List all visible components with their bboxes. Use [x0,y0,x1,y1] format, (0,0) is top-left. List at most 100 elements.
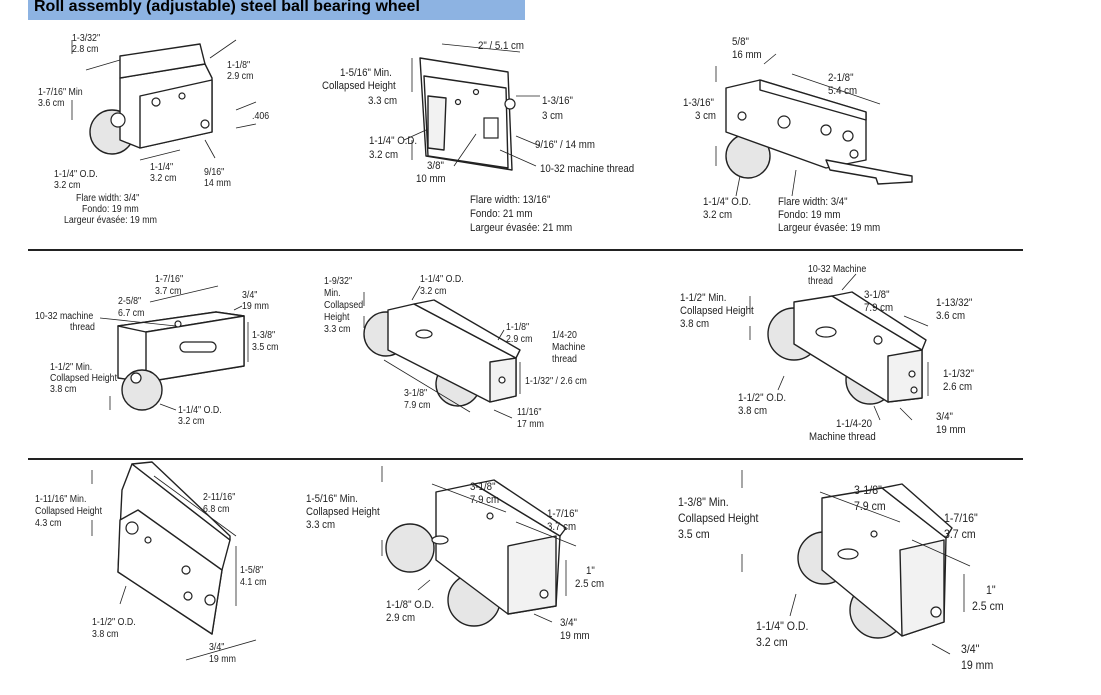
dim-label: 3/4" [560,617,577,629]
dim-label: 2.9 cm [227,71,254,82]
thread-label: thread [70,322,95,333]
title-banner: Roll assembly (adjustable) steel ball be… [28,0,525,20]
dim-label: 6.7 cm [118,308,145,319]
dim-label: 1-7/16" [155,274,184,285]
dim-label: 1-1/8" O.D. [386,599,435,611]
dim-label: 3.5 cm [252,342,279,353]
flare-label: Fondo: 19 mm [82,204,139,215]
roller-drawing-8 [381,466,577,627]
thread-label: 10-32 Machine [808,264,867,275]
dim-label: Collapsed Height [306,506,380,518]
roller-drawing-5 [363,285,521,419]
dim-label: 6.8 cm [203,504,230,515]
dim-label: 2" / 5.1 cm [478,40,524,52]
dim-label: 14 mm [204,178,231,189]
dim-label: 1-1/8" [227,60,251,71]
dim-label: 1-5/8" [240,565,264,576]
dim-label: 11/16" [517,407,542,418]
dim-label: 1-11/16" Min. [35,494,87,505]
dim-label: 3-1/8" [404,388,428,399]
dim-label: 1-1/8" [506,322,530,333]
dim-label: 1-3/32" [72,33,101,44]
dim-label: 1-1/4" O.D. [420,274,464,285]
dim-label: 19 mm [560,630,590,642]
dim-label: 3.2 cm [756,635,788,649]
dim-label: 1-1/4" O.D. [178,405,222,416]
flare-label: Fondo: 19 mm [778,209,841,221]
dim-label: 3.7 cm [547,521,577,533]
roller-drawing-7 [91,461,257,661]
roller-drawing-9 [741,470,971,655]
dim-label: 3.2 cm [703,209,733,221]
dim-label: 3/4" [936,411,953,423]
dim-label: 1-1/32" / 2.6 cm [525,376,587,387]
dim-label: 1" [986,583,996,597]
dim-label: Collapsed Height [678,511,759,525]
dim-label: 3.2 cm [150,173,177,184]
dim-label: Collapsed Height [322,80,396,92]
dim-label: 1-1/2" O.D. [738,392,787,404]
dim-label: Collapsed Height [35,506,103,517]
dim-label: 3.7 cm [155,286,182,297]
dim-label: 2.8 cm [72,44,99,55]
roller-drawing-4 [99,285,249,411]
flare-label: Largeur évasée: 21 mm [470,222,573,234]
dim-label: 7.9 cm [864,302,894,314]
row-divider-2 [28,458,1023,460]
dim-label: 1-3/8" [252,330,276,341]
roller-drawing-6 [749,273,929,421]
thread-label: Machine [552,342,586,353]
dim-label: 2.9 cm [506,334,533,345]
dim-label: 1-1/4" O.D. [703,196,752,208]
roller-drawing-3 [715,53,913,197]
dim-label: 16 mm [732,49,762,61]
dim-label: 1-9/32" [324,276,353,287]
dim-label: 1-7/16" [547,508,578,520]
dim-label: 1-5/16" Min. [306,493,358,505]
flare-label: Flare width: 3/4" [778,196,848,208]
dim-label: Min. [324,288,341,299]
dim-label: 3.2 cm [420,286,447,297]
dim-label: 3/4" [961,642,980,656]
dim-label: 3-1/8" [864,289,890,301]
dim-label: 3 cm [695,110,716,122]
thread-label: thread [552,354,577,365]
row-divider-1 [28,249,1023,251]
dim-label: 7.9 cm [470,494,500,506]
thread-label: 10-32 machine thread [540,163,635,175]
dim-label: 19 mm [936,424,966,436]
dim-label: 3.2 cm [178,416,205,427]
dim-label: 3.8 cm [92,629,119,640]
dim-label: 3/4" [209,642,225,653]
flare-label: Largeur évasée: 19 mm [64,215,157,226]
dim-label: 1-1/4" O.D. [54,169,98,180]
dim-label: Collapsed Height [50,373,118,384]
dim-label: 1-1/4" O.D. [369,135,418,147]
dim-label: 3.2 cm [54,180,81,191]
dim-label: 1-13/32" [936,297,973,309]
dim-label: 7.9 cm [404,400,431,411]
flare-label: Flare width: 3/4" [76,193,140,204]
dim-label: 3-1/8" [854,483,882,497]
dim-label: 3.8 cm [680,318,710,330]
dim-label: 1-5/16" Min. [340,67,392,79]
dim-label: 1-3/16" [683,97,714,109]
roller-drawing-1 [71,39,257,161]
thread-label: Machine thread [809,431,876,443]
dim-label: Collapsed [324,300,364,311]
dim-label: 2-1/8" [828,72,854,84]
dim-label: 9/16" / 14 mm [535,139,595,151]
thread-label: 1/4-20 [552,330,577,341]
dim-label: 1-7/16" [944,511,978,525]
dim-label: 3.8 cm [738,405,768,417]
dim-label: 1-1/4" [150,162,174,173]
dim-label: 3.3 cm [324,324,351,335]
roller-drawing-2 [403,43,541,171]
dim-label: 1-1/2" O.D. [92,617,136,628]
dim-label: 2.5 cm [972,599,1004,613]
dim-label: 5.4 cm [828,85,858,97]
dim-label: 9/16" [204,167,225,178]
flare-label: Fondo: 21 mm [470,208,533,220]
dim-label: 2-11/16" [203,492,236,503]
flare-label: Largeur évasée: 19 mm [778,222,881,234]
